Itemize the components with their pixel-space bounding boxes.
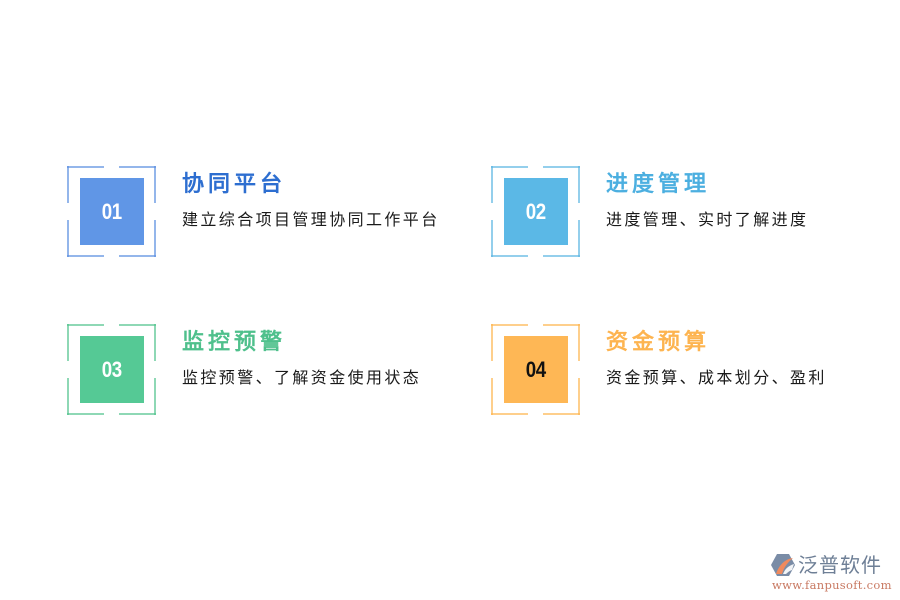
corner-bracket-frame: 01	[67, 166, 156, 257]
feature-card-collaboration-platform: 01 协同平台 建立综合项目管理协同工作平台	[67, 166, 467, 258]
card-description: 进度管理、实时了解进度	[606, 210, 809, 229]
frame-segment	[491, 324, 528, 326]
frame-segment	[67, 255, 104, 257]
card-title: 监控预警	[182, 330, 287, 355]
frame-segment	[119, 166, 156, 168]
fanpu-logo: 泛普软件 www.fanpusoft.com	[770, 552, 895, 596]
frame-segment	[67, 166, 69, 203]
number-badge: 04	[504, 336, 568, 403]
card-description: 资金预算、成本划分、盈利	[606, 368, 827, 387]
frame-segment	[154, 166, 156, 203]
frame-segment	[578, 378, 580, 415]
corner-bracket-frame: 02	[491, 166, 580, 257]
frame-segment	[578, 220, 580, 257]
corner-bracket-frame: 04	[491, 324, 580, 415]
frame-segment	[119, 413, 156, 415]
number-label: 01	[102, 198, 122, 224]
frame-segment	[578, 166, 580, 203]
card-title: 进度管理	[606, 172, 711, 197]
frame-segment	[154, 220, 156, 257]
frame-segment	[154, 378, 156, 415]
feature-card-monitoring-alert: 03 监控预警 监控预警、了解资金使用状态	[67, 324, 467, 416]
number-badge: 03	[80, 336, 144, 403]
frame-segment	[67, 324, 104, 326]
logo-name: 泛普软件	[798, 553, 882, 577]
frame-segment	[543, 166, 580, 168]
frame-segment	[543, 255, 580, 257]
card-title: 资金预算	[606, 330, 711, 355]
frame-segment	[119, 324, 156, 326]
frame-segment	[154, 324, 156, 361]
card-description: 监控预警、了解资金使用状态	[182, 368, 422, 387]
frame-segment	[491, 220, 493, 257]
frame-segment	[491, 166, 493, 203]
feature-card-progress-management: 02 进度管理 进度管理、实时了解进度	[491, 166, 891, 258]
card-title: 协同平台	[182, 172, 287, 197]
frame-segment	[67, 166, 104, 168]
card-description: 建立综合项目管理协同工作平台	[182, 210, 440, 229]
number-label: 02	[526, 198, 546, 224]
frame-segment	[67, 324, 69, 361]
frame-segment	[543, 413, 580, 415]
frame-segment	[543, 324, 580, 326]
corner-bracket-frame: 03	[67, 324, 156, 415]
number-badge: 01	[80, 178, 144, 245]
number-label: 04	[526, 356, 546, 382]
frame-segment	[491, 255, 528, 257]
frame-segment	[491, 413, 528, 415]
number-badge: 02	[504, 178, 568, 245]
frame-segment	[119, 255, 156, 257]
frame-segment	[491, 378, 493, 415]
frame-segment	[67, 413, 104, 415]
number-label: 03	[102, 356, 122, 382]
fanpu-hexagon-logo-icon	[771, 554, 795, 576]
frame-segment	[578, 324, 580, 361]
frame-segment	[67, 378, 69, 415]
frame-segment	[491, 324, 493, 361]
frame-segment	[67, 220, 69, 257]
frame-segment	[491, 166, 528, 168]
logo-url: www.fanpusoft.com	[772, 578, 892, 592]
feature-card-fund-budget: 04 资金预算 资金预算、成本划分、盈利	[491, 324, 891, 416]
